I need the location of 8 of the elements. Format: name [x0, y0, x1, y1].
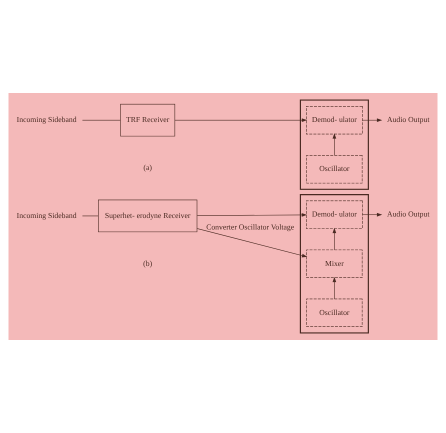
arrow — [362, 212, 382, 217]
arrow — [196, 228, 308, 258]
arrow — [332, 228, 336, 250]
arrow — [332, 133, 336, 156]
arrow — [332, 276, 336, 300]
arrow — [362, 118, 382, 122]
arrow — [174, 118, 308, 122]
arrow — [196, 213, 308, 217]
